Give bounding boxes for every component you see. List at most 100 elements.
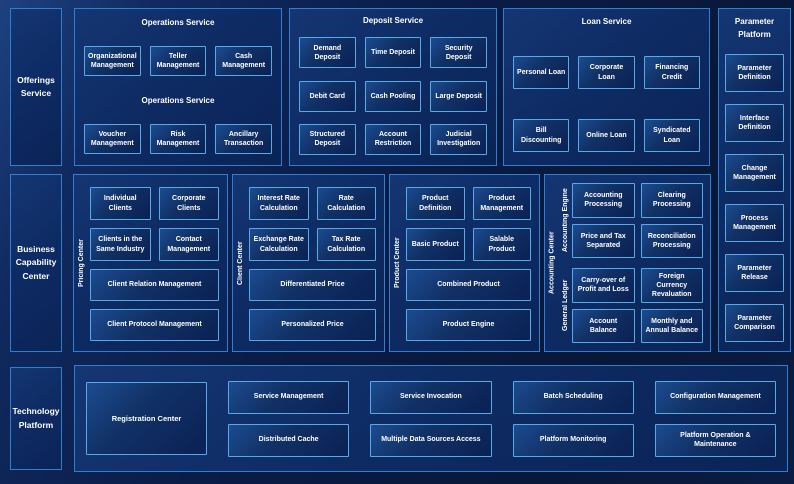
box-exchange-rate-calculation: Exchange Rate Calculation [249,228,309,261]
operations-row-2: Voucher Management Risk Management Ancil… [84,123,272,154]
box-multiple-data-sources-access: Multiple Data Sources Access [370,423,492,457]
accounting-engine-grid: Accounting Processing Clearing Processin… [572,183,703,258]
box-ancillary-transaction: Ancillary Transaction [215,123,272,154]
box-salable-product: Salable Product [472,228,531,261]
pricing-center-panel: Pricing Center Individual Clients Corpor… [73,174,228,352]
box-rate-calculation: Rate Calculation [316,187,376,220]
client-center-panel: Client Center Interest Rate Calculation … [232,174,385,352]
pricing-center-label: Pricing Center [78,239,85,287]
accounting-engine-group: Accounting Engine Accounting Processing … [559,183,703,258]
client-grid-2: Exchange Rate Calculation Tax Rate Calcu… [249,228,376,261]
pricing-grid-1: Individual Clients Corporate Clients [90,187,219,220]
offerings-service-rail: Offerings Service [10,8,62,166]
box-product-engine: Product Engine [406,309,531,341]
box-configuration-management: Configuration Management [654,380,776,414]
box-corporate-clients: Corporate Clients [158,187,219,220]
box-service-management: Service Management [228,380,350,414]
box-account-restriction: Account Restriction [364,123,422,155]
box-tax-rate-calculation: Tax Rate Calculation [316,228,376,261]
loan-row-1: Personal Loan Corporate Loan Financing C… [513,56,700,89]
tech-column-4: Configuration Management Platform Operat… [654,380,776,457]
box-price-and-tax-separated: Price and Tax Separated [572,223,635,258]
box-basic-product: Basic Product [406,228,465,261]
box-debit-card: Debit Card [299,80,356,112]
deposit-row-2: Debit Card Cash Pooling Large Deposit [299,80,487,112]
loan-service-title: Loan Service [581,17,632,26]
tech-column-2: Service Invocation Multiple Data Sources… [370,380,492,457]
box-large-deposit: Large Deposit [430,80,487,112]
box-reconciliation-processing: Reconciliation Processing [640,223,703,258]
product-center-label: Product Center [394,237,401,289]
box-client-relation-management: Client Relation Management [90,269,219,301]
box-platform-monitoring: Platform Monitoring [512,423,634,457]
box-interest-rate-calculation: Interest Rate Calculation [249,187,309,220]
box-foreign-currency-revaluation: Foreign Currency Revaluation [640,268,703,303]
box-combined-product: Combined Product [406,269,531,301]
box-syndicated-loan: Syndicated Loan [643,119,700,152]
box-clients-same-industry: Clients in the Same Industry [90,228,151,261]
box-process-management: Process Management [725,203,784,242]
box-parameter-comparison: Parameter Comparison [725,303,784,342]
tech-column-3: Batch Scheduling Platform Monitoring [512,380,634,457]
box-carry-over-profit-loss: Carry-over of Profit and Loss [572,268,635,303]
operations-service-subtitle: Operations Service [141,95,215,105]
box-platform-operation-maintenance: Platform Operation & Maintenance [654,423,776,457]
box-voucher-management: Voucher Management [84,123,141,154]
box-organizational-management: Organizational Management [84,46,141,77]
accounting-center-label: Accounting Center [548,231,556,295]
accounting-center-panel: Accounting Center Accounting Engine Acco… [544,174,711,352]
client-center-content: Interest Rate Calculation Rate Calculati… [249,187,376,341]
box-demand-deposit: Demand Deposit [299,37,356,69]
box-interface-definition: Interface Definition [725,103,784,142]
box-change-management: Change Management [725,153,784,192]
deposit-service-title: Deposit Service [362,16,424,25]
box-bill-discounting: Bill Discounting [513,119,570,152]
box-financing-credit: Financing Credit [643,56,700,89]
box-individual-clients: Individual Clients [90,187,151,220]
box-accounting-processing: Accounting Processing [572,183,635,218]
parameter-platform-panel: Parameter Platform Parameter Definition … [718,8,791,352]
box-registration-center: Registration Center [86,382,207,455]
box-clearing-processing: Clearing Processing [640,183,703,218]
operations-service-panel: Operations Service Organizational Manage… [74,8,282,166]
box-teller-management: Teller Management [149,46,207,77]
client-center-label: Client Center [237,241,244,285]
parameter-platform-title: Parameter Platform [734,17,775,39]
accounting-engine-label: Accounting Engine [562,188,569,253]
product-center-panel: Product Center Product Definition Produc… [389,174,540,352]
business-capability-center-rail: Business Capability Center [10,174,62,352]
accounting-center-content: Accounting Engine Accounting Processing … [559,183,703,343]
client-grid-1: Interest Rate Calculation Rate Calculati… [249,187,376,220]
box-contact-management: Contact Management [158,228,219,261]
box-personalized-price: Personalized Price [249,309,376,341]
product-grid-1: Product Definition Product Management [406,187,531,220]
product-grid-2: Basic Product Salable Product [406,228,531,261]
box-cash-management: Cash Management [215,46,272,77]
box-account-balance: Account Balance [572,308,635,343]
box-product-management: Product Management [472,187,531,220]
box-batch-scheduling: Batch Scheduling [512,380,634,414]
deposit-row-3: Structured Deposit Account Restriction J… [299,123,487,155]
technology-platform-rail: Technology Platform [10,367,62,470]
deposit-service-panel: Deposit Service Demand Deposit Time Depo… [289,8,497,166]
box-security-deposit: Security Deposit [430,37,487,69]
box-personal-loan: Personal Loan [513,56,570,89]
loan-row-2: Bill Discounting Online Loan Syndicated … [513,119,700,152]
box-time-deposit: Time Deposit [364,37,422,69]
operations-service-title: Operations Service [141,18,215,27]
pricing-grid-2: Clients in the Same Industry Contact Man… [90,228,219,261]
pricing-center-content: Individual Clients Corporate Clients Cli… [90,187,219,341]
box-online-loan: Online Loan [578,119,635,152]
box-distributed-cache: Distributed Cache [228,423,350,457]
box-risk-management: Risk Management [149,123,207,154]
general-ledger-grid: Carry-over of Profit and Loss Foreign Cu… [572,268,703,343]
box-product-definition: Product Definition [406,187,465,220]
box-service-invocation: Service Invocation [370,380,492,414]
operations-row-1: Organizational Management Teller Managem… [84,46,272,77]
box-judicial-investigation: Judicial Investigation [430,123,487,155]
box-parameter-definition: Parameter Definition [725,53,784,92]
box-monthly-annual-balance: Monthly and Annual Balance [640,308,703,343]
box-parameter-release: Parameter Release [725,253,784,292]
product-center-content: Product Definition Product Management Ba… [406,187,531,341]
